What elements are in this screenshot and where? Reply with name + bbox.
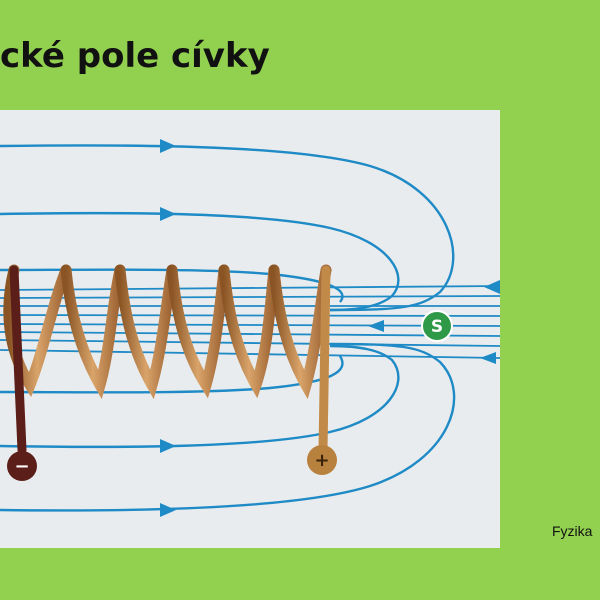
negative-terminal-label: −: [14, 456, 29, 477]
field-line: [0, 295, 500, 299]
south-pole-label: S: [431, 317, 443, 337]
coil-field-diagram: − + S: [0, 110, 500, 548]
arrow-right-icons: [160, 139, 176, 517]
coil-winding: [60, 264, 126, 400]
arrow-left-icon: [484, 280, 500, 294]
arrow-left-icon: [480, 352, 496, 364]
field-line: [0, 211, 400, 312]
positive-terminal-label: +: [314, 450, 329, 471]
coil-winding: [166, 264, 230, 399]
coil: [3, 264, 332, 400]
arrow-right-icon: [160, 207, 176, 221]
arrow-right-icon: [160, 139, 176, 153]
coil-winding: [3, 264, 72, 398]
positive-lead: [318, 265, 331, 455]
field-line: [0, 344, 400, 449]
field-line: [0, 323, 500, 327]
arrow-left-icons: [368, 280, 500, 364]
outer-field-lines-bottom: [0, 342, 456, 512]
positive-terminal: +: [307, 445, 337, 475]
coil-winding: [114, 264, 178, 400]
coil-winding: [218, 264, 280, 399]
arrow-right-icon: [160, 439, 176, 453]
coil-field-svg: − + S: [0, 139, 500, 517]
negative-lead: [9, 265, 27, 455]
negative-terminal: −: [7, 451, 37, 481]
field-line: [0, 342, 456, 512]
field-line: [0, 355, 344, 394]
footer-label: Fyzika: [552, 523, 593, 539]
slide-title: cké pole cívky: [0, 36, 270, 76]
south-pole-marker: S: [421, 310, 453, 342]
field-line: [0, 314, 500, 317]
field-line: [0, 285, 500, 291]
coil-winding: [268, 264, 332, 400]
arrow-left-icon: [368, 320, 384, 332]
arrow-right-icon: [160, 503, 176, 517]
